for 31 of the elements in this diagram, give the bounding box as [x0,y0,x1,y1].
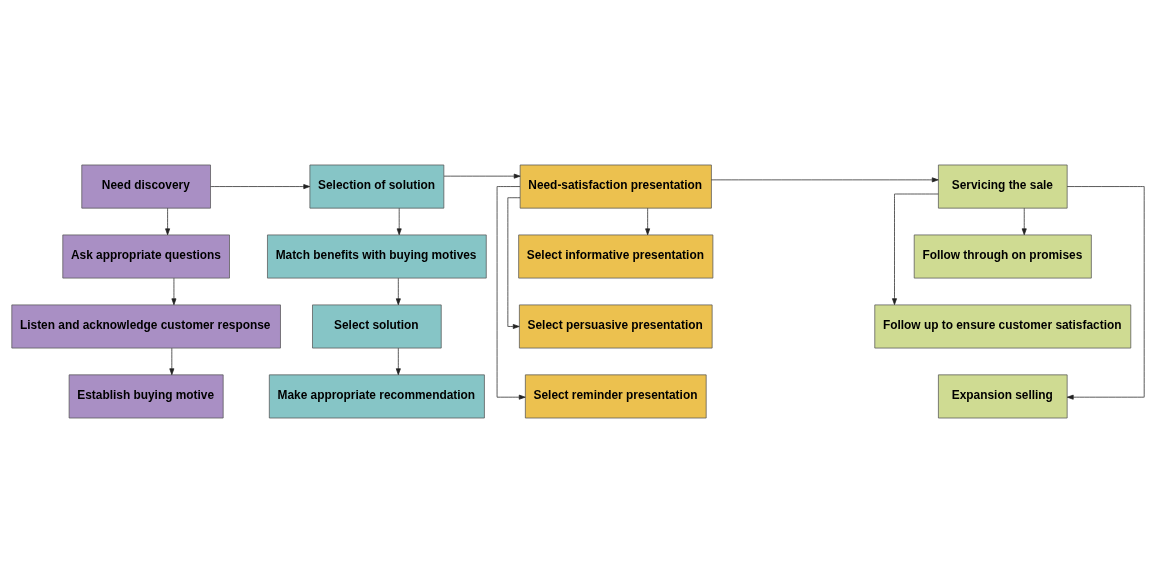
arrow [396,207,402,236]
arrow [165,207,171,236]
node-box: Follow through on promises [913,234,1092,279]
arrow [711,177,939,183]
arrow [645,207,651,236]
arrow [169,347,175,376]
node-box: Select persuasive presentation [519,304,713,349]
node-box: Select solution [312,304,442,349]
node-box: Ask appropriate questions [62,234,230,279]
arrow [1021,207,1027,236]
arrow [892,193,939,305]
arrow [171,277,177,306]
node-box: Selection of solution [309,164,445,209]
node-box: Select reminder presentation [524,374,707,419]
arrow [507,197,521,329]
arrow [395,277,401,306]
node-box: Listen and acknowledge customer response [11,304,281,349]
node-box: Select informative presentation [518,234,714,279]
node-box: Match benefits with buying motives [267,234,487,279]
node-box: Expansion selling [938,374,1068,419]
node-box: Need discovery [81,164,211,209]
arrow [395,347,401,376]
node-box: Make appropriate recommendation [268,374,485,419]
arrow [443,173,521,179]
arrow [496,186,526,400]
node-box: Need-satisfaction presentation [519,164,712,209]
arrow [210,184,311,189]
node-box: Servicing the sale [938,164,1068,209]
node-box: Follow up to ensure customer satisfaction [874,304,1132,349]
node-box: Establish buying motive [68,374,224,419]
arrow [1066,186,1145,400]
